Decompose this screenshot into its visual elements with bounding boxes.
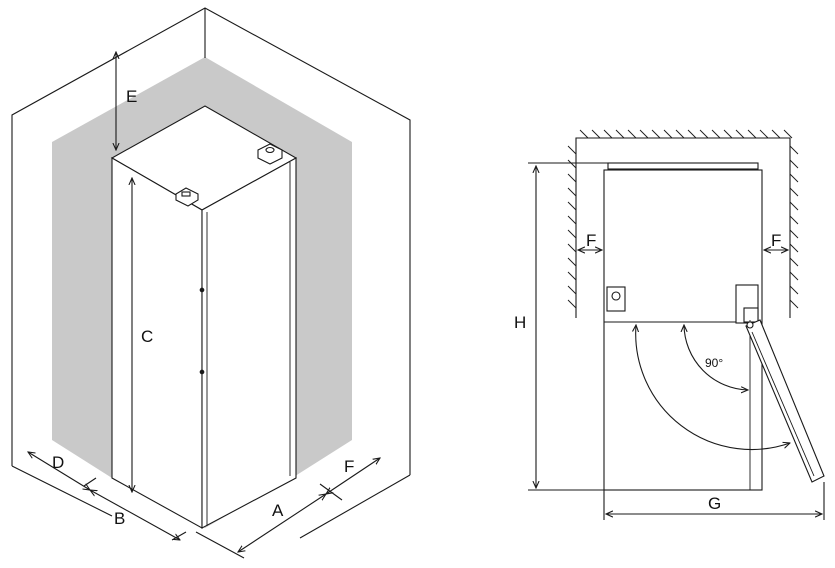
top-view: 90° H G F F	[514, 129, 825, 520]
refrigerator-cabinet	[110, 105, 298, 529]
angle-label: 90°	[705, 356, 723, 370]
cabinet-top-view	[603, 162, 763, 491]
dimension-lines	[28, 52, 380, 559]
niche-walls	[567, 129, 799, 318]
wall-hatching	[567, 129, 799, 309]
installation-view: E C D B A F	[11, 7, 411, 559]
label-g: G	[708, 494, 721, 513]
cabinet-left-side	[111, 157, 203, 529]
label-e: E	[126, 87, 137, 106]
label-c: C	[141, 327, 153, 346]
label-f: F	[344, 457, 354, 476]
rear-hinge-block	[606, 286, 626, 312]
door-hinge-dot	[199, 287, 205, 293]
label-h: H	[514, 313, 526, 332]
label-b: B	[114, 509, 125, 528]
arc-max-opening	[636, 325, 790, 451]
swing-arcs	[636, 325, 790, 451]
door-hinge-dot	[199, 369, 205, 375]
cabinet-back-strip	[607, 162, 759, 170]
dimension-b-arrow	[90, 490, 180, 540]
top-hinge-icon	[257, 143, 283, 165]
dimension-d-arrow	[28, 452, 90, 490]
cabinet-door-front	[201, 157, 297, 529]
label-f-left: F	[586, 231, 596, 250]
top-view-dimensions	[528, 162, 825, 520]
label-f-right: F	[771, 231, 781, 250]
cabinet-body-outline	[603, 169, 763, 491]
dimension-a-arrow	[238, 494, 326, 552]
dimension-f-arrow	[326, 458, 380, 494]
label-d: D	[52, 453, 64, 472]
door-pivot	[746, 321, 754, 329]
label-a: A	[272, 501, 284, 520]
